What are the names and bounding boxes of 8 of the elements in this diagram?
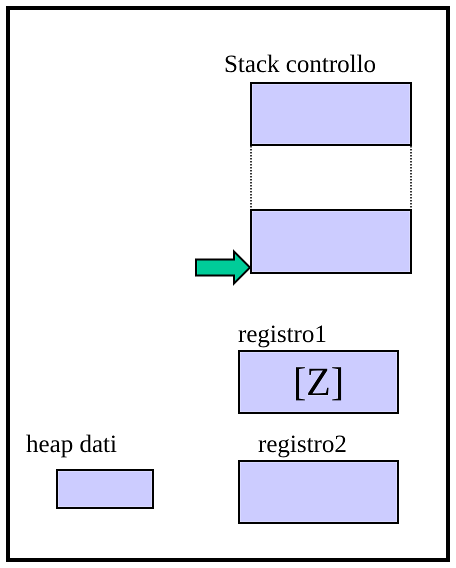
heading-label: Stack controllo (224, 52, 376, 78)
dotted-line (410, 146, 412, 209)
dotted-line (250, 146, 252, 209)
heading-label: heap dati (26, 432, 117, 458)
pointer-arrow (195, 249, 252, 286)
heading-label: registro1 (238, 322, 327, 348)
heading-label: registro2 (258, 432, 347, 458)
register-value: [Z] (292, 360, 344, 404)
